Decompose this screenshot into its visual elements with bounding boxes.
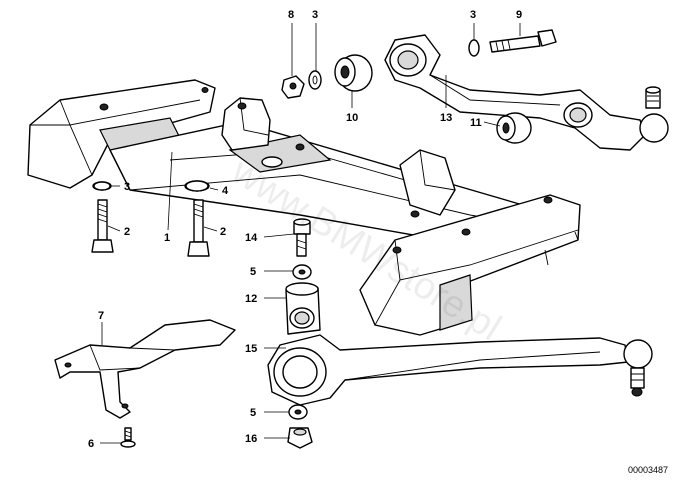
callout-11: 11 (470, 117, 482, 129)
callout-16: 16 (245, 433, 257, 445)
callout-10: 10 (346, 112, 358, 124)
bolt-9 (489, 29, 557, 53)
callout-13: 13 (440, 112, 452, 124)
callout-2-left: 2 (124, 226, 130, 238)
callout-4: 4 (222, 185, 229, 197)
callout-7: 7 (98, 310, 104, 322)
lower-control-arm (267, 334, 653, 406)
bushing-10 (334, 54, 373, 92)
callout-12: 12 (245, 293, 257, 305)
washer-4 (185, 180, 209, 192)
callout-9: 9 (516, 9, 522, 21)
callout-5-top: 5 (250, 266, 256, 278)
callout-8: 8 (288, 9, 294, 21)
callout-3-right: 3 (470, 9, 476, 21)
washer-top-1 (308, 70, 322, 90)
callouts: 8 3 3 9 10 13 11 3 4 2 1 2 14 5 12 7 15 … (88, 9, 522, 450)
nut-16 (287, 427, 313, 449)
washer-3-left (93, 181, 111, 191)
bolt-14 (293, 218, 311, 257)
callout-5-bottom: 5 (250, 407, 256, 419)
part-number-code: 00003487 (628, 465, 668, 475)
callout-3-left: 3 (124, 181, 130, 193)
callout-3-top: 3 (312, 9, 318, 21)
screw-6 (120, 427, 136, 448)
axle-carrier (27, 79, 581, 336)
leader-lines (100, 23, 521, 444)
bushing-11 (496, 112, 532, 144)
bracket-7 (54, 319, 236, 419)
upper-control-arm (384, 34, 669, 151)
callout-1: 1 (164, 232, 170, 244)
left-bolt-2 (91, 181, 114, 253)
callout-15: 15 (245, 343, 257, 355)
washer-top-2 (468, 39, 480, 57)
bushing-12 (285, 282, 321, 335)
callout-2-center: 2 (220, 226, 226, 238)
callout-14: 14 (245, 232, 258, 244)
nut-8 (281, 75, 305, 99)
callout-6: 6 (88, 438, 94, 450)
